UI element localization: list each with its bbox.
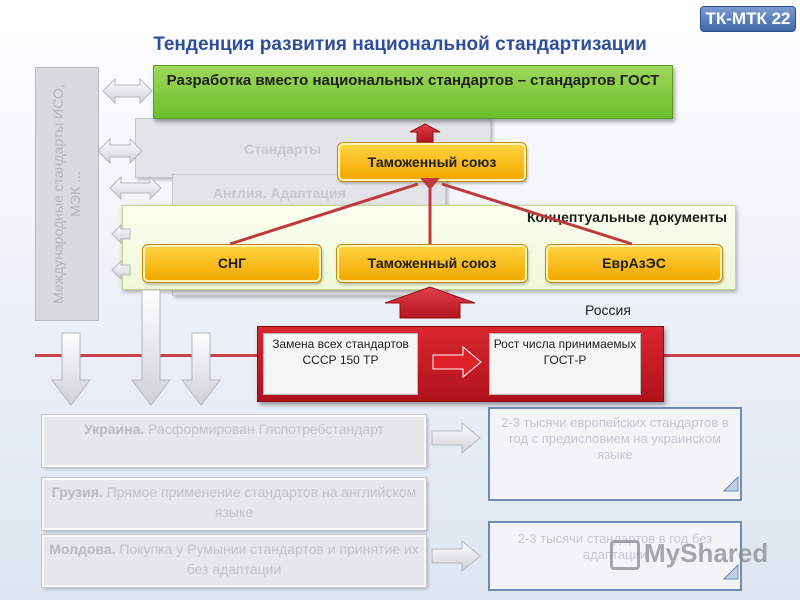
ukraine-note-box: 2-3 тысячи европейских стандартов в год …	[488, 407, 742, 501]
watermark-icon	[610, 540, 640, 571]
note-fold-moldova	[722, 563, 739, 580]
down-arrow-1	[50, 332, 92, 406]
georgia-box: Грузия. Прямое применение стандартов на …	[41, 477, 427, 531]
double-arrow-2	[97, 137, 143, 165]
moldova-country: Молдова.	[49, 541, 116, 557]
watermark-text: MyShared	[644, 538, 769, 568]
international-standards-box: Международные стандарты ИСО, МЭК ...	[35, 67, 99, 321]
conceptual-documents-label: Концептуальные документы	[526, 209, 727, 225]
note-fold-ukraine	[722, 475, 739, 492]
red-line-right	[662, 354, 800, 357]
convergence-arrowhead	[420, 178, 440, 190]
moldova-box: Молдова. Покупка у Румынии стандартов и …	[41, 534, 427, 588]
replacement-box: Замена всех стандартов СССР 150 ТР	[263, 333, 418, 395]
customs-union-top-box: Таможенный союз	[337, 142, 527, 182]
ukraine-country: Украина.	[84, 421, 145, 437]
double-arrow-4	[111, 223, 131, 245]
watermark: MyShared	[610, 538, 769, 571]
russia-label: Россия	[585, 302, 631, 318]
red-up-arrow-large	[384, 286, 476, 319]
down-arrow-2	[130, 289, 172, 406]
logo: ТК-МТК 22	[700, 6, 796, 32]
org-customs-union-box: Таможенный союз	[336, 244, 528, 283]
down-arrow-3	[180, 332, 222, 406]
double-arrow-3	[109, 175, 162, 201]
org-eurasec-box: ЕврАзЭС	[545, 244, 723, 283]
georgia-country: Грузия.	[51, 484, 103, 500]
moldova-note-box: 2-3 тысячи стандартов в год без адаптаци…	[488, 521, 742, 591]
gost-development-label: Разработка вместо национальных стандарто…	[166, 72, 660, 89]
convergence-lines	[229, 182, 633, 246]
growth-box: Рост числа принимаемых ГОСТ-Р	[489, 333, 641, 395]
gost-development-box: Разработка вместо национальных стандарто…	[153, 65, 673, 119]
red-right-arrow	[432, 345, 482, 379]
moldova-text: Покупка у Румынии стандартов и принятие …	[119, 541, 419, 577]
georgia-text: Прямое применение стандартов на английск…	[106, 484, 417, 520]
org-cis-box: СНГ	[142, 244, 322, 283]
right-arrow-ukraine	[431, 421, 481, 455]
standards-layer-label: Стандарты	[244, 141, 322, 157]
double-arrow-5	[111, 259, 131, 281]
ukraine-text: Расформирован Глспотребстандарт	[148, 421, 384, 437]
double-arrow-1	[102, 77, 153, 105]
red-up-arrow-small	[409, 123, 441, 143]
england-layer-label: Англия. Адаптация	[213, 185, 346, 201]
ukraine-box: Украина. Расформирован Глспотребстандарт	[41, 414, 427, 468]
right-arrow-moldova	[431, 539, 481, 573]
page-title: Тенденция развития национальной стандарт…	[153, 34, 647, 55]
